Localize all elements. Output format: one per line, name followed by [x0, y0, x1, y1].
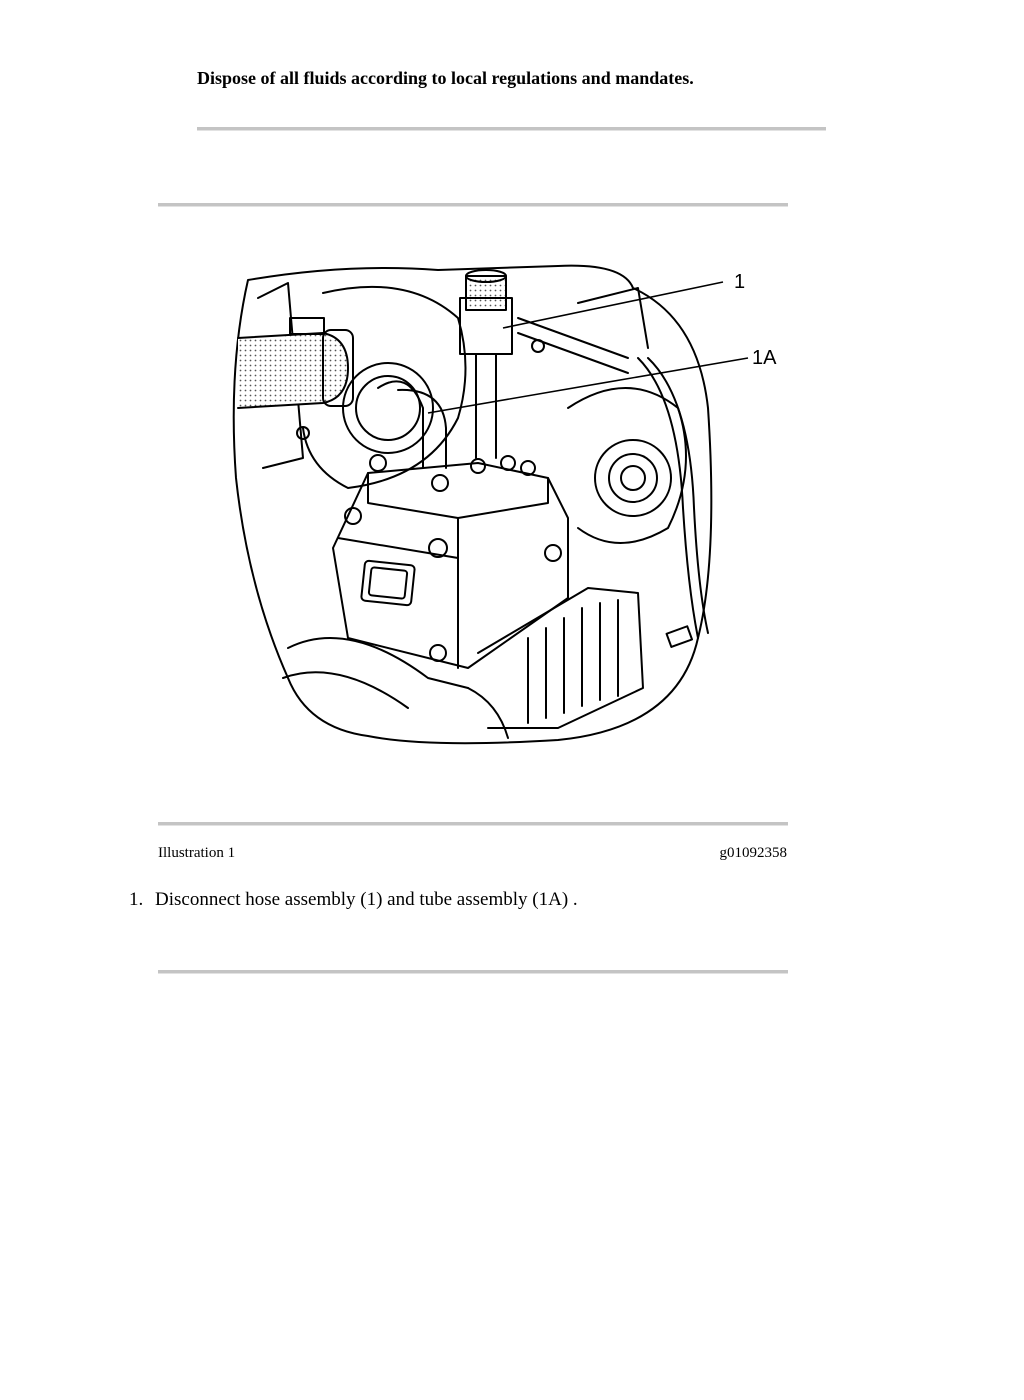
- fluid-disposal-notice: Dispose of all fluids according to local…: [197, 68, 694, 88]
- divider: [158, 203, 788, 207]
- callout-1: 1: [734, 271, 745, 293]
- divider: [158, 822, 788, 826]
- callout-1a: 1A: [752, 347, 777, 369]
- procedure-step: 1. Disconnect hose assembly (1) and tube …: [129, 889, 578, 911]
- divider: [197, 127, 826, 131]
- step-number: 1.: [129, 889, 144, 910]
- divider: [158, 970, 788, 974]
- illustration-caption: Illustration 1: [158, 845, 236, 861]
- pump-hose-illustration: 1 1A: [232, 264, 777, 745]
- step-text: Disconnect hose assembly (1) and tube as…: [155, 889, 578, 910]
- graphic-id: g01092358: [719, 845, 788, 861]
